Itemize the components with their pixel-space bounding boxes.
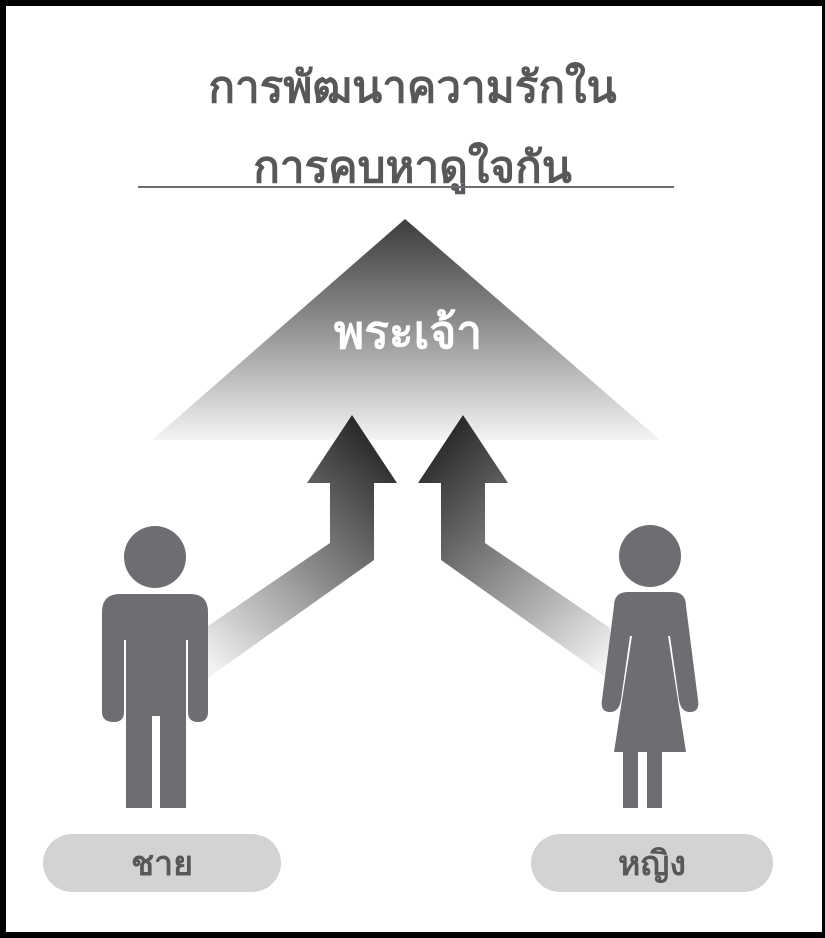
man-label: ชาย — [130, 844, 194, 884]
up-arrow-left-icon — [205, 415, 397, 680]
man-figure-icon — [102, 526, 208, 808]
up-arrow-right-icon — [418, 415, 610, 680]
woman-figure-icon — [601, 525, 699, 808]
title-underline — [138, 186, 674, 188]
woman-label: หญิง — [618, 844, 686, 884]
triangle-apex-icon — [152, 219, 660, 440]
apex-label: พระเจ้า — [334, 305, 482, 359]
title-line-1: การพัฒนาความรักใน — [208, 62, 617, 113]
man-label-pill: ชาย — [43, 834, 281, 892]
woman-label-pill: หญิง — [531, 834, 773, 892]
title-line-2: การคบหาดูใจกัน — [253, 142, 572, 193]
